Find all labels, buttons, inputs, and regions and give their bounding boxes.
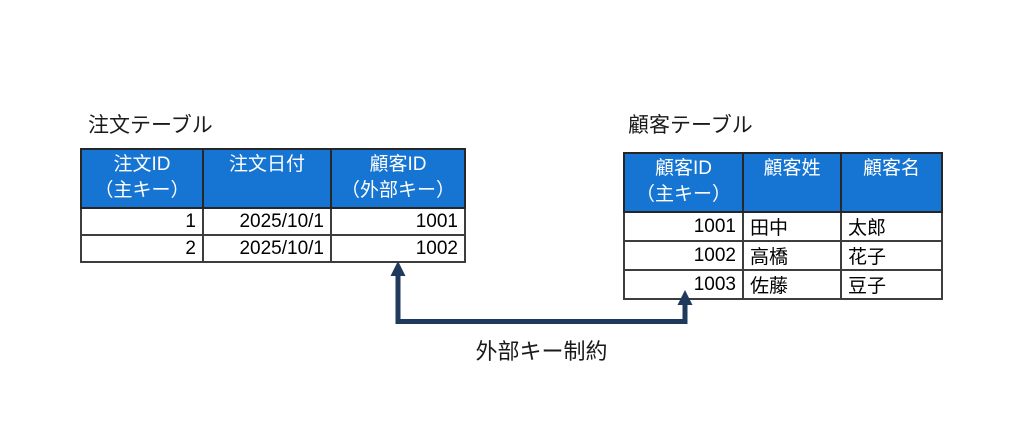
arrowhead-up-left-icon	[390, 261, 406, 276]
table-cell: 1001	[623, 211, 744, 242]
table-cell: 1	[80, 207, 204, 236]
order-table-header-row: 注文ID （主キー） 注文日付 顧客ID （外部キー）	[80, 148, 466, 209]
table-cell: 佐藤	[742, 269, 842, 300]
column-header-order-id: 注文ID （主キー）	[80, 148, 204, 209]
table-row: 2 2025/10/1 1002	[80, 234, 466, 263]
table-cell: 2025/10/1	[202, 234, 332, 263]
column-header-line1: 顧客姓	[763, 158, 821, 179]
column-header-customer-id-pk: 顧客ID （主キー）	[623, 152, 744, 213]
table-row: 1003 佐藤 豆子	[623, 269, 943, 300]
table-cell: 1002	[623, 240, 744, 271]
customer-table-header-row: 顧客ID （主キー） 顧客姓 顧客名	[623, 152, 943, 213]
table-row: 1 2025/10/1 1001	[80, 207, 466, 236]
column-header-line1: 顧客ID	[654, 158, 712, 179]
table-cell: 太郎	[840, 211, 943, 242]
table-cell: 1003	[623, 269, 744, 300]
order-table: 注文ID （主キー） 注文日付 顧客ID （外部キー） 1 2025/10/1 …	[80, 148, 466, 263]
table-cell: 高橋	[742, 240, 842, 271]
column-header-customer-id-fk: 顧客ID （外部キー）	[330, 148, 466, 209]
table-cell: 豆子	[840, 269, 943, 300]
column-header-line1: 注文ID	[113, 154, 171, 175]
table-cell: 2025/10/1	[202, 207, 332, 236]
column-header-customer-firstname: 顧客名	[840, 152, 943, 213]
column-header-line1: 顧客名	[862, 158, 920, 179]
column-header-order-date: 注文日付	[202, 148, 332, 209]
column-header-line1: 顧客ID	[369, 154, 427, 175]
order-table-title: 注文テーブル	[88, 114, 213, 137]
column-header-line2: （外部キー）	[340, 180, 455, 201]
table-cell: 田中	[742, 211, 842, 242]
table-cell: 花子	[840, 240, 943, 271]
table-row: 1001 田中 太郎	[623, 211, 943, 242]
column-header-line2: （主キー）	[635, 184, 731, 205]
foreign-key-constraint-label: 外部キー制約	[475, 339, 608, 364]
customer-table-title: 顧客テーブル	[628, 114, 753, 137]
column-header-line1: 注文日付	[228, 154, 305, 175]
customer-table: 顧客ID （主キー） 顧客姓 顧客名 1001 田中 太郎 100	[623, 152, 943, 300]
table-row: 1002 高橋 花子	[623, 240, 943, 271]
column-header-line2: （主キー）	[94, 180, 190, 201]
column-header-customer-lastname: 顧客姓	[742, 152, 842, 213]
table-cell: 1001	[330, 207, 466, 236]
table-cell: 2	[80, 234, 204, 263]
table-cell: 1002	[330, 234, 466, 263]
